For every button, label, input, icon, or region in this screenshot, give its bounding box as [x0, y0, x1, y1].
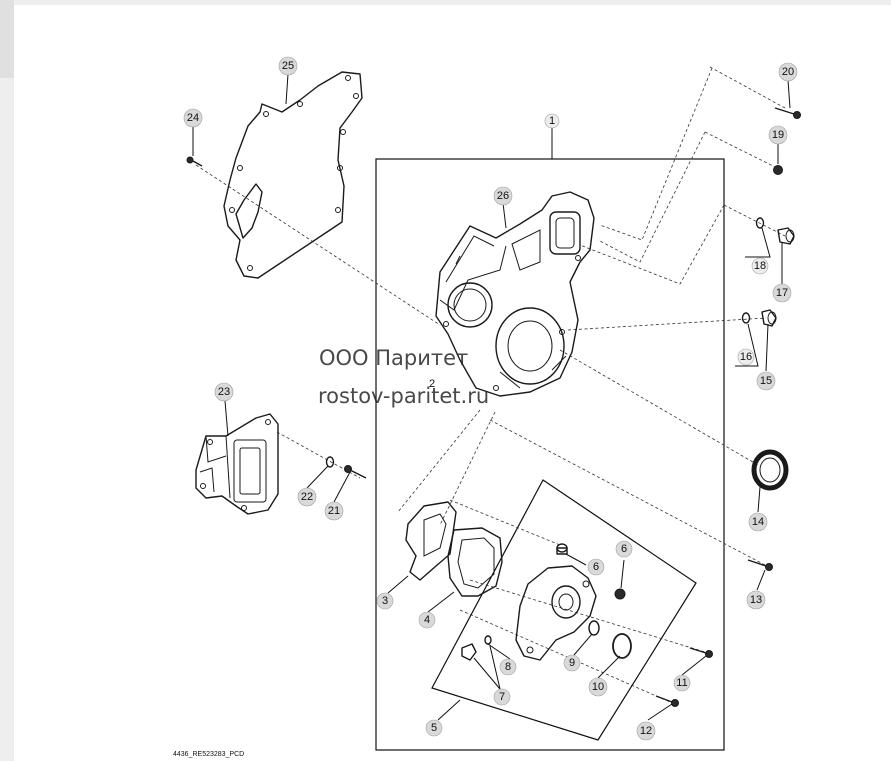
callout-5-label: 5 — [431, 722, 437, 734]
part-16-oring — [741, 312, 751, 324]
callout-20[interactable]: 20 — [778, 62, 798, 82]
watermark-line1: ООО Паритет — [319, 346, 468, 370]
callout-9-label: 9 — [569, 657, 575, 669]
part-24-bolt — [186, 156, 203, 167]
callout-17-label: 17 — [776, 287, 788, 299]
part-15-plug — [761, 309, 777, 327]
callout-21[interactable]: 21 — [324, 501, 344, 521]
part-1-timing-cover — [435, 191, 595, 397]
callout-14[interactable]: 14 — [748, 512, 768, 532]
callout-23-label: 23 — [218, 386, 230, 398]
part-14-oil-seal — [751, 449, 789, 491]
part-12-bolt — [655, 695, 679, 707]
part-10-snap-ring — [612, 633, 632, 659]
part-8-oring — [484, 635, 492, 645]
callout-8-label: 8 — [505, 661, 511, 673]
callout-26[interactable]: 26 — [493, 186, 513, 206]
callout-24-label: 24 — [187, 112, 199, 124]
part-23-bracket — [195, 413, 279, 515]
part-19-nut — [773, 165, 783, 175]
diagram-sheet — [14, 5, 891, 761]
callout-11-label: 11 — [676, 677, 687, 689]
callout-3-label: 3 — [382, 595, 388, 607]
callout-17[interactable]: 17 — [772, 283, 792, 303]
callout-26-label: 26 — [497, 190, 509, 202]
part-4-gasket — [447, 527, 503, 597]
callout-20-label: 20 — [782, 66, 794, 78]
assembly-frame-1 — [375, 158, 725, 751]
part-11-bolt — [689, 647, 713, 658]
callout-15-label: 15 — [760, 375, 772, 387]
callout-10-label: 10 — [592, 681, 604, 693]
callout-14-label: 14 — [752, 516, 764, 528]
callout-19[interactable]: 19 — [768, 125, 788, 145]
callout-22[interactable]: 22 — [297, 487, 317, 507]
callout-22-label: 22 — [301, 491, 313, 503]
callout-21-label: 21 — [328, 505, 340, 517]
part-7-plug — [461, 643, 477, 661]
part-21-bolt — [344, 465, 367, 479]
drawing-code: 4436_RE523283_PCD — [173, 751, 244, 758]
part-25-gasket — [223, 71, 363, 279]
callout-13[interactable]: 13 — [746, 590, 766, 610]
callout-8[interactable]: 8 — [499, 658, 517, 676]
callout-19-label: 19 — [772, 129, 784, 141]
callout-11[interactable]: 11 — [673, 674, 691, 692]
callout-18-label: 18 — [754, 260, 766, 272]
callout-10[interactable]: 10 — [588, 677, 608, 697]
callout-12[interactable]: 12 — [636, 721, 656, 741]
part-3-plate — [405, 501, 457, 581]
callout-1-label: 1 — [549, 115, 555, 127]
callout-6b[interactable]: 6 — [615, 540, 633, 558]
callout-25-label: 25 — [282, 60, 294, 72]
callout-16-label: 16 — [740, 351, 752, 363]
part-4-gasket-inner — [457, 537, 495, 589]
callout-1[interactable]: 1 — [544, 113, 560, 129]
left-edge-strip — [0, 0, 14, 78]
assembly-dashed-lines — [195, 66, 786, 703]
part-20-bolt — [774, 107, 801, 119]
leader-lines — [192, 73, 791, 721]
part-9-ring — [588, 620, 600, 636]
part-5-water-pump — [515, 565, 597, 661]
callout-5[interactable]: 5 — [425, 719, 443, 737]
watermark-line2: rostov-paritet.ru — [318, 384, 489, 408]
part-3-plate-inner — [423, 513, 447, 557]
part-18-oring — [755, 217, 765, 229]
callout-6b-label: 6 — [621, 543, 627, 555]
callout-15[interactable]: 15 — [756, 371, 776, 391]
callout-2[interactable]: 2 — [429, 378, 435, 390]
callout-23[interactable]: 23 — [214, 382, 234, 402]
callout-7[interactable]: 7 — [493, 688, 511, 706]
callout-7-label: 7 — [499, 691, 505, 703]
callout-2-label: 2 — [429, 378, 435, 390]
callout-3[interactable]: 3 — [376, 592, 394, 610]
callout-18[interactable]: 18 — [751, 257, 769, 275]
part-6-cap — [556, 543, 568, 555]
callout-4[interactable]: 4 — [418, 611, 436, 629]
callout-6a-label: 6 — [593, 561, 599, 573]
callout-9[interactable]: 9 — [563, 654, 581, 672]
part-13-bolt — [747, 559, 773, 571]
callout-24[interactable]: 24 — [183, 108, 203, 128]
callout-12-label: 12 — [640, 725, 652, 737]
callout-25[interactable]: 25 — [278, 56, 298, 76]
part-17-plug — [777, 227, 795, 245]
part-22-washer — [325, 456, 335, 468]
gasket-25-holes — [229, 75, 359, 271]
part-6-nut — [614, 588, 626, 600]
callout-13-label: 13 — [750, 594, 762, 606]
callout-6a[interactable]: 6 — [587, 558, 605, 576]
callout-16[interactable]: 16 — [737, 348, 755, 366]
assembly-frame-5 — [431, 479, 697, 741]
callout-4-label: 4 — [424, 614, 430, 626]
